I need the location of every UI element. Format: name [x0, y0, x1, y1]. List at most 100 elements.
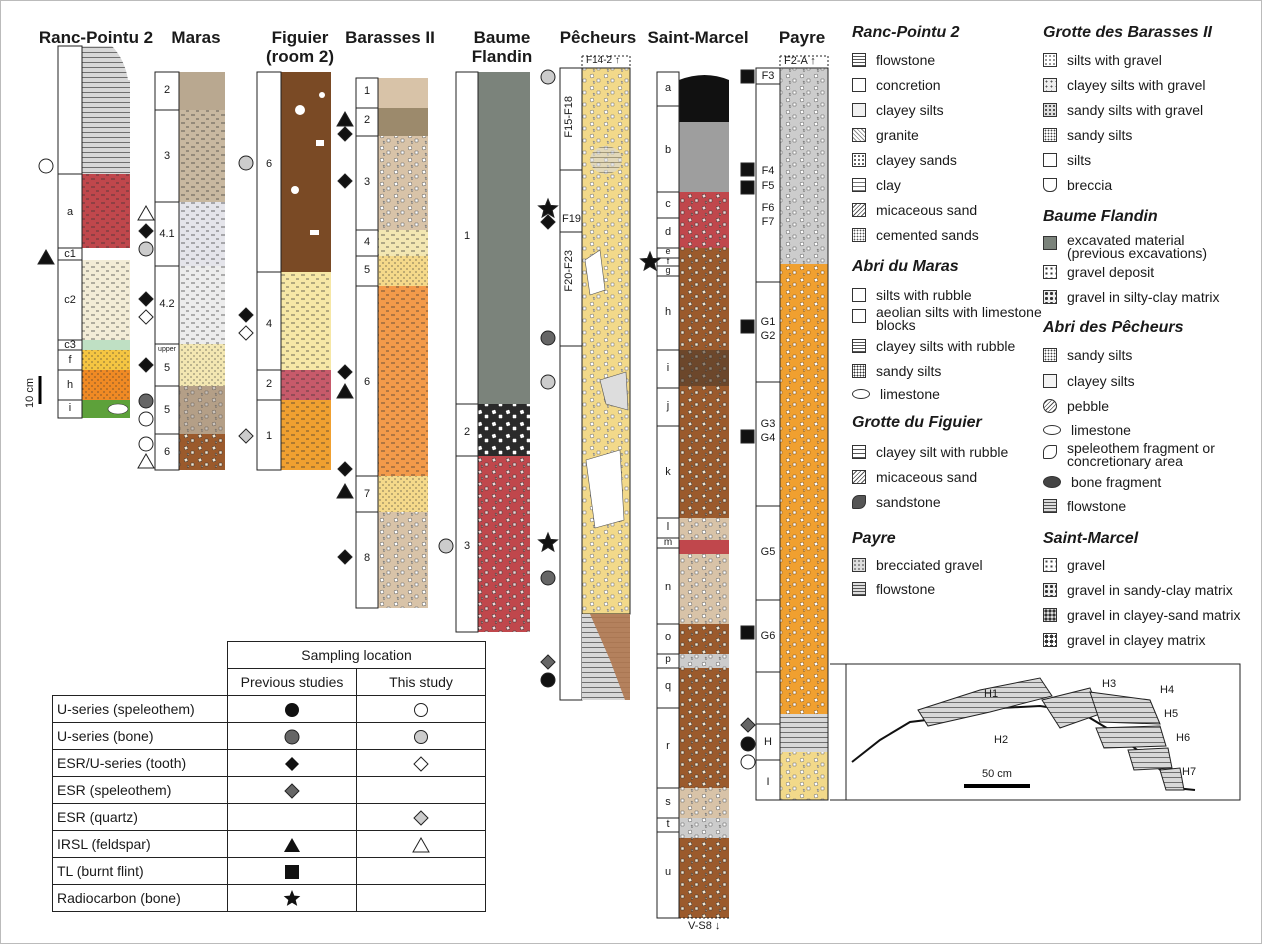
unit-label: 3 [163, 150, 171, 162]
table-row-label: ESR (speleothem) [52, 776, 228, 804]
legend-swatch [1043, 583, 1057, 597]
unit-label: e [665, 246, 671, 256]
unit-label: 1 [463, 230, 471, 242]
filled-circle-icon [227, 695, 357, 723]
table-row: U-series (speleothem) [52, 695, 486, 723]
table-row: ESR (quartz) [52, 803, 486, 831]
legend-item: clayey silts [1043, 373, 1135, 389]
column-barasses [355, 77, 428, 609]
legend-text: gravel in silty-clay matrix [1067, 289, 1220, 305]
unit-label: 2 [363, 114, 371, 126]
unit-label: 5 [163, 404, 171, 416]
legend-text: flowstone [876, 52, 936, 68]
legend-text: concretion [876, 77, 941, 93]
unit-label: F7 [761, 216, 775, 228]
legend-item: silts [1043, 152, 1091, 168]
legend-swatch [1043, 633, 1057, 647]
site-title-payre: Payre [778, 28, 826, 47]
legend-text: granite [876, 127, 919, 143]
unit-label: a [664, 82, 672, 94]
unit-label: upper [158, 346, 176, 353]
table-row: ESR (speleothem) [52, 776, 486, 804]
open-circle-icon [356, 695, 486, 723]
legend-item: pebble [1043, 398, 1109, 414]
unit-label: t [666, 818, 670, 830]
legend-swatch [852, 228, 866, 242]
unit-label: p [665, 654, 671, 665]
table-header-sampling-location: Sampling location [227, 641, 486, 669]
legend-swatch [1043, 558, 1057, 572]
legend-item: cemented sands [852, 227, 979, 243]
legend-item: speleothem fragment or concretionary are… [1043, 441, 1253, 468]
legend-item: brecciated gravel [852, 557, 983, 573]
legend-swatch [852, 203, 866, 217]
legend-item: aeolian silts with limestone blocks [852, 304, 1042, 333]
unit-label: a [66, 206, 74, 218]
unit-label: q [664, 680, 672, 692]
legend-swatch [852, 339, 866, 353]
legend-text: silts with rubble [876, 287, 972, 303]
legend-swatch [1043, 153, 1057, 167]
legend-swatch [852, 78, 866, 92]
legend-item: excavated material (previous excavations… [1043, 233, 1243, 260]
pebble-icon [1043, 399, 1057, 413]
column-baume-flandin [455, 71, 530, 633]
legend-text: aeolian silts with limestone blocks [876, 304, 1042, 333]
inset-label: H3 [1102, 678, 1117, 690]
unit-label: h [664, 306, 672, 318]
legend-text: sandstone [876, 494, 941, 510]
legend-title-baume: Baume Flandin [1043, 208, 1158, 225]
unit-label: 2 [163, 84, 171, 96]
unit-label: j [666, 400, 670, 412]
legend-item: sandy silts with gravel [1043, 102, 1203, 118]
unit-label: 5 [363, 264, 371, 276]
sampling-method-table: Sampling location Previous studies This … [52, 641, 486, 912]
legend-swatch [1043, 608, 1057, 622]
unit-label: s [665, 796, 671, 808]
legend-text: micaceous sand [876, 202, 978, 218]
unit-label: c [665, 198, 671, 210]
table-row: U-series (bone) [52, 722, 486, 750]
legend-text: flowstone [1067, 498, 1127, 514]
legend-swatch [852, 178, 866, 192]
open-diamond-icon [356, 749, 486, 777]
table-row-label: TL (burnt flint) [52, 857, 228, 885]
legend-text: clayey silts with rubble [876, 338, 1016, 354]
unit-label: f [68, 354, 72, 366]
legend-item: clayey silts with rubble [852, 338, 1015, 354]
table-col-this-study: This study [356, 668, 486, 696]
empty-cell [356, 884, 486, 912]
site-title-figuier: Figuier (room 2) [266, 28, 334, 66]
limestone-icon [852, 389, 870, 399]
filled-diamond-icon [227, 749, 357, 777]
legend-title-figuier: Grotte du Figuier [852, 414, 982, 431]
legend-text: pebble [1067, 398, 1110, 414]
unit-label: u [664, 866, 672, 878]
inset-label: H5 [1164, 708, 1179, 720]
legend-item: sandy silts [1043, 127, 1132, 143]
unit-label: F4 [761, 165, 775, 177]
unit-label: F6 [761, 202, 775, 214]
legend-item: gravel deposit [1043, 264, 1154, 280]
unit-label: G3 [760, 418, 776, 430]
legend-item: gravel in sandy-clay matrix [1043, 582, 1233, 598]
unit-label: 6 [163, 446, 171, 458]
inset-flowstone-diagram [830, 663, 1241, 801]
unit-label: l [666, 521, 670, 533]
legend-text: limestone [880, 386, 940, 402]
legend-text: clayey silt with rubble [876, 444, 1009, 460]
open-triangle-icon [356, 830, 486, 858]
filled-triangle-icon [227, 830, 357, 858]
legend-text: silts [1067, 152, 1092, 168]
legend-text: clayey silts [1067, 373, 1135, 389]
site-title-saint-marcel: Saint-Marcel [647, 28, 749, 47]
legend-swatch [1043, 128, 1057, 142]
legend-text: clayey silts with gravel [1067, 77, 1206, 93]
column-saint-marcel [656, 71, 729, 919]
legend-swatch [852, 558, 866, 572]
legend-text: sandy silts [1067, 347, 1133, 363]
unit-label: 5 [163, 362, 171, 374]
unit-label: 6 [363, 376, 371, 388]
unit-label: 1 [363, 85, 371, 97]
